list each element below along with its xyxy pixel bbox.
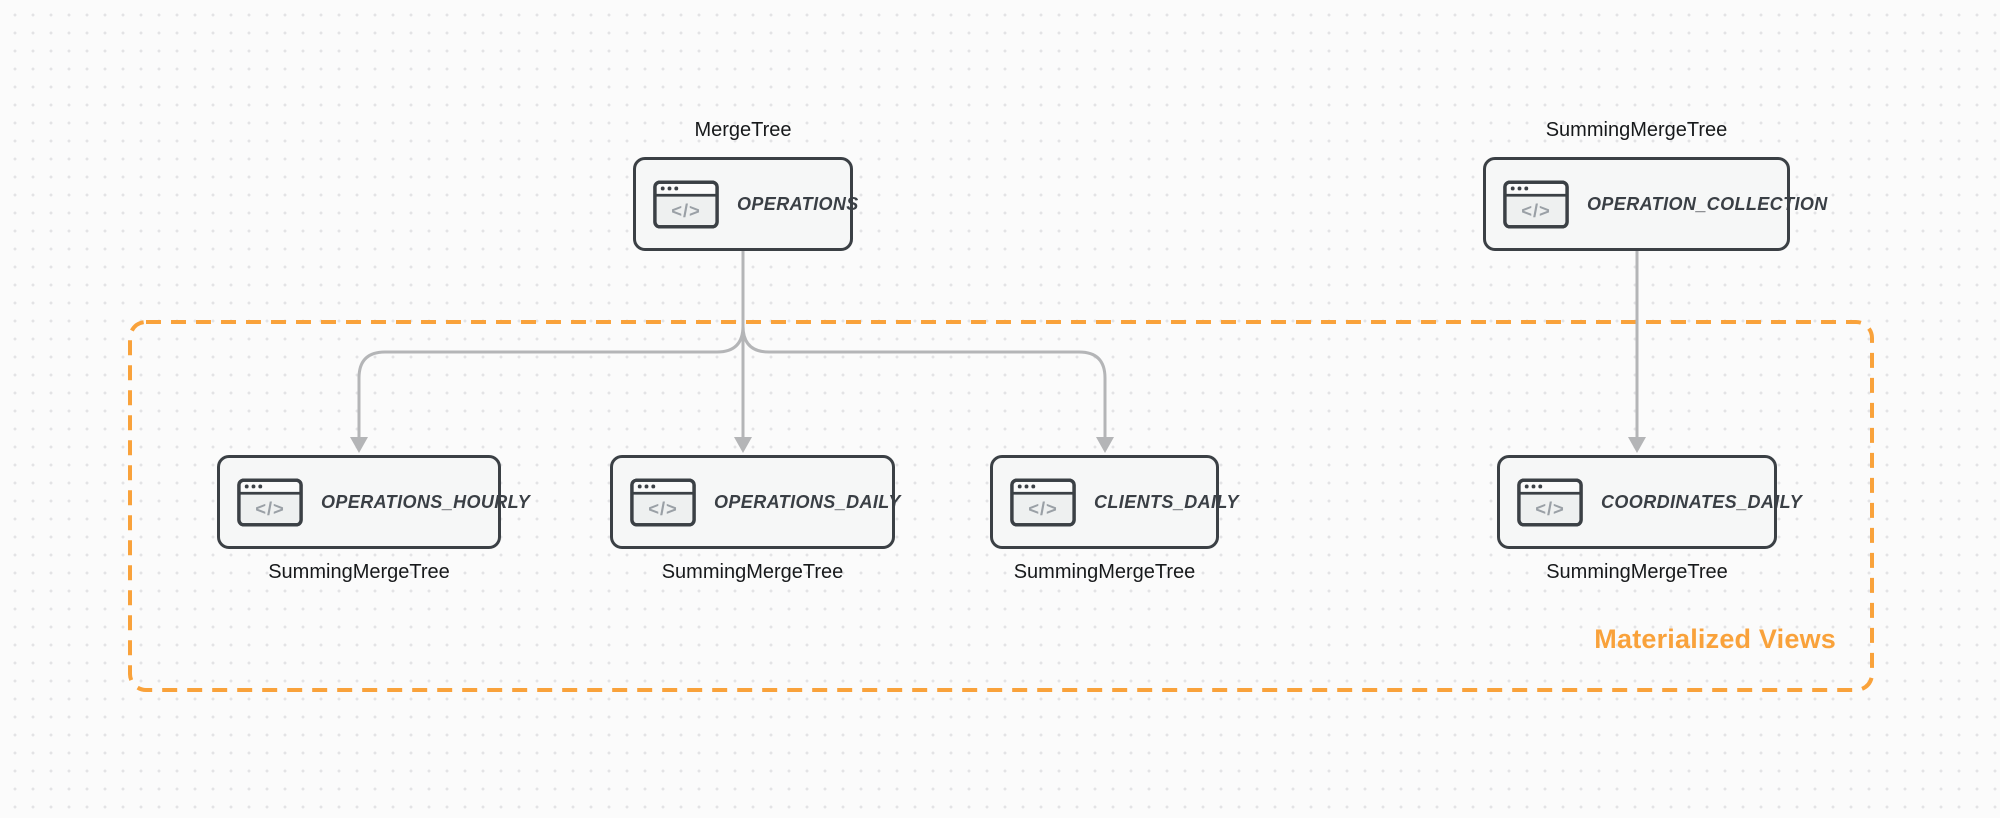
edge-operations-to-operations-hourly	[357, 250, 745, 438]
node-operations[interactable]: </> OPERATIONS	[633, 157, 858, 251]
engine-label-operations: MergeTree	[694, 119, 792, 141]
code-window-icon: </>	[1010, 478, 1076, 526]
arrowhead-operations-hourly	[350, 437, 368, 453]
code-window-icon: </>	[630, 478, 696, 526]
engine-label-coordinates-daily: SummingMergeTree	[1546, 561, 1728, 583]
table-name: OPERATIONS_DAILY	[714, 491, 901, 512]
code-window-icon: </>	[1503, 180, 1569, 228]
arrowhead-clients-daily	[1096, 437, 1114, 453]
svg-text:</>: </>	[648, 498, 678, 519]
node-operations-daily[interactable]: </> OPERATIONS_DAILY	[610, 455, 900, 549]
code-window-icon: </>	[653, 180, 719, 228]
svg-text:</>: </>	[671, 200, 701, 221]
svg-text:</>: </>	[1521, 200, 1551, 221]
edge-operations-to-clients-daily	[741, 250, 1107, 438]
engine-label-operation-collection: SummingMergeTree	[1545, 119, 1728, 141]
node-clients-daily[interactable]: </> CLIENTS_DAILY	[990, 455, 1238, 549]
node-operations-hourly[interactable]: </> OPERATIONS_HOURLY	[217, 455, 530, 549]
svg-text:</>: </>	[255, 498, 285, 519]
table-name: OPERATIONS	[737, 193, 859, 214]
table-name: CLIENTS_DAILY	[1094, 491, 1239, 512]
engine-label-operations-hourly: SummingMergeTree	[268, 561, 450, 583]
engine-label-operations-daily: SummingMergeTree	[661, 561, 844, 583]
code-window-icon: </>	[1517, 478, 1583, 526]
svg-text:</>: </>	[1535, 498, 1565, 519]
table-name: OPERATIONS_HOURLY	[321, 491, 531, 512]
table-name: COORDINATES_DAILY	[1601, 491, 1803, 512]
materialized-views-group-label: Materialized Views	[1594, 624, 1836, 654]
engine-label-clients-daily: SummingMergeTree	[1013, 561, 1196, 583]
arrowhead-coordinates-daily	[1628, 437, 1646, 453]
node-coordinates-daily[interactable]: </> COORDINATES_DAILY	[1497, 455, 1802, 549]
svg-text:</>: </>	[1028, 498, 1058, 519]
arrowhead-operations-daily	[734, 437, 752, 453]
code-window-icon: </>	[237, 478, 303, 526]
table-name: OPERATION_COLLECTION	[1587, 193, 1828, 214]
node-operation-collection[interactable]: </> OPERATION_COLLECTION	[1483, 157, 1827, 251]
